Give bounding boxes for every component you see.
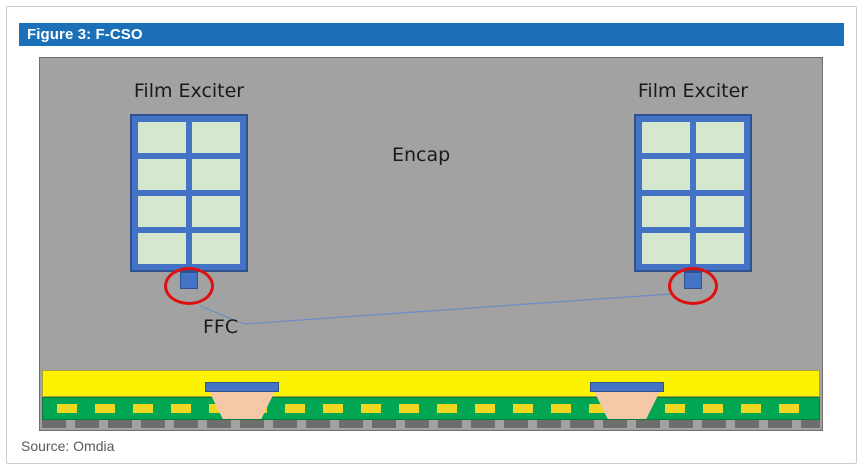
exciter-cell bbox=[696, 233, 744, 264]
exciter-cell bbox=[192, 233, 240, 264]
exciter-cell bbox=[696, 122, 744, 153]
source-text: Source: Omdia bbox=[21, 438, 115, 454]
connector-cap bbox=[205, 382, 279, 392]
connector-cap bbox=[590, 382, 664, 392]
exciter-cell bbox=[642, 122, 690, 153]
exciter-cell bbox=[138, 159, 186, 190]
ffc-label: FFC bbox=[203, 316, 239, 338]
exciter-cell bbox=[192, 159, 240, 190]
connector-trapezoid bbox=[594, 392, 660, 419]
film-exciter-label-left: Film Exciter bbox=[133, 80, 245, 102]
led-substrate-layer bbox=[42, 397, 820, 420]
exciter-cell bbox=[192, 122, 240, 153]
exciter-cell bbox=[138, 122, 186, 153]
led-array bbox=[57, 404, 809, 413]
film-exciter-label-right: Film Exciter bbox=[637, 80, 749, 102]
figure-title-bar: Figure 3: F-CSO bbox=[19, 23, 844, 46]
figure-frame: Figure 3: F-CSO Film Exciter Film Excite… bbox=[6, 6, 857, 464]
fcso-diagram: Film Exciter Film Exciter Encap FFC bbox=[39, 57, 823, 431]
bonding-connector-right bbox=[590, 382, 664, 419]
bottom-electrode-layer bbox=[42, 420, 820, 428]
figure-title: Figure 3: F-CSO bbox=[27, 26, 143, 43]
exciter-cell bbox=[642, 159, 690, 190]
exciter-cell bbox=[138, 233, 186, 264]
exciter-cell bbox=[138, 196, 186, 227]
encap-label: Encap bbox=[392, 144, 451, 166]
exciter-cell bbox=[192, 196, 240, 227]
film-exciter-panel-left bbox=[130, 114, 248, 272]
connector-trapezoid bbox=[209, 392, 275, 419]
exciter-cell bbox=[696, 196, 744, 227]
highlight-ellipse-left bbox=[164, 267, 214, 305]
exciter-cell bbox=[642, 233, 690, 264]
encap-layer bbox=[42, 370, 820, 397]
exciter-cell bbox=[642, 196, 690, 227]
bonding-connector-left bbox=[205, 382, 279, 419]
exciter-cell bbox=[696, 159, 744, 190]
highlight-ellipse-right bbox=[668, 267, 718, 305]
film-exciter-panel-right bbox=[634, 114, 752, 272]
